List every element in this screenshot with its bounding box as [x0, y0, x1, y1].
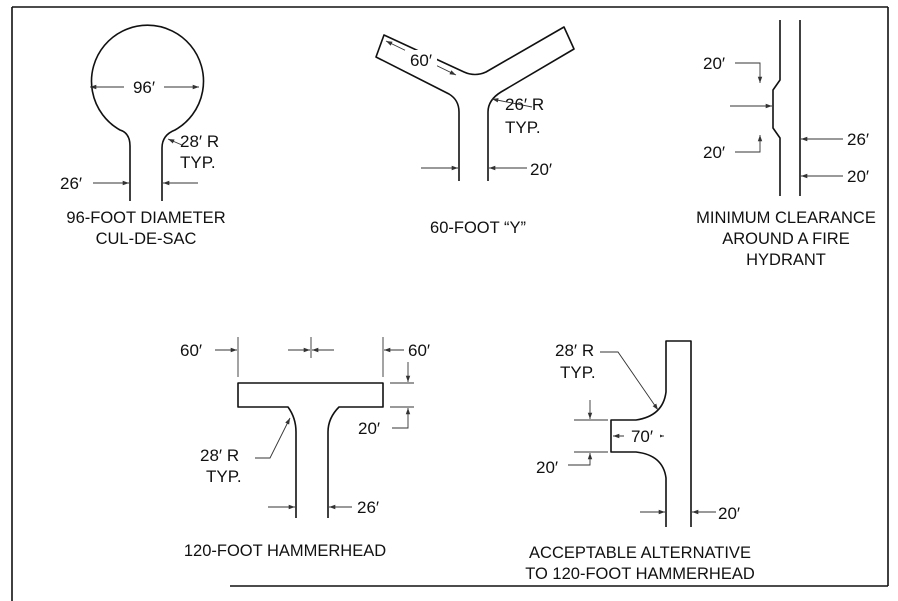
cul-de-sac-outline: [90, 24, 205, 201]
cul-de-sac-caption-line2: CUL-DE-SAC: [96, 230, 197, 248]
cul-de-sac-radius-leader: [167, 138, 183, 146]
y-turn-caption: 60-FOOT “Y”: [430, 219, 526, 237]
cul-de-sac-radius-typ: TYP.: [180, 153, 216, 172]
hammerhead-radius-typ: TYP.: [206, 467, 242, 486]
hydrant-bottom-clearance-label: 20′: [703, 143, 725, 162]
hydrant-figure: 20′ 20′ 26′ 20′ MINIMUM CLEARANCE AROUND…: [696, 20, 876, 269]
hammerhead-arm-width-label: 20′: [358, 419, 380, 438]
hydrant-caption-line1: MINIMUM CLEARANCE: [696, 209, 876, 227]
hammerhead-arm-arrow-bottom: [392, 408, 411, 429]
alternative-figure: 28′ R TYP. 70′ 20′ 20′ ACCEPTABLE ALTERN…: [525, 340, 755, 583]
alternative-radius-leader: [600, 351, 659, 411]
alternative-caption-line2: TO 120-FOOT HAMMERHEAD: [525, 565, 755, 583]
cul-de-sac-diameter-label: 96′: [133, 78, 155, 97]
y-turn-radius-leader: [491, 98, 533, 108]
hammerhead-outline: [237, 382, 384, 518]
hydrant-left-edge: [772, 20, 781, 196]
hammerhead-caption: 120-FOOT HAMMERHEAD: [184, 542, 386, 560]
y-turn-radius-typ: TYP.: [505, 118, 541, 137]
y-turn-width-label: 20′: [530, 160, 552, 179]
alternative-arm-arrow-bottom: [568, 453, 593, 466]
y-turn-leg-label: 60′: [410, 51, 432, 70]
hydrant-top-clearance-leader: [735, 62, 763, 83]
hammerhead-stem-width-label: 26′: [357, 498, 379, 517]
hydrant-width-label: 20′: [847, 167, 869, 186]
alternative-width-label: 20′: [718, 504, 740, 523]
alternative-arm-width-label: 20′: [536, 458, 558, 477]
alternative-outline: [610, 340, 692, 527]
hammerhead-left-len-label: 60′: [180, 341, 202, 360]
cul-de-sac-caption-line1: 96-FOOT DIAMETER: [66, 209, 225, 227]
alternative-radius-typ: TYP.: [560, 363, 596, 382]
hammerhead-right-len-label: 60′: [408, 341, 430, 360]
y-turn-radius-label: 26′ R: [505, 95, 544, 114]
hydrant-caption-line3: HYDRANT: [746, 251, 826, 269]
cul-de-sac-figure: 96′ 28′ R TYP. 26′ 96-FOOT DIAMETER CUL-…: [60, 24, 226, 248]
hammerhead-radius-leader: [255, 417, 291, 459]
y-turn-figure: 60′ 26′ R TYP. 20′ 60-FOOT “Y”: [375, 26, 575, 237]
hydrant-top-clearance-label: 20′: [703, 54, 725, 73]
alternative-caption-line1: ACCEPTABLE ALTERNATIVE: [529, 544, 751, 562]
hydrant-caption-line2: AROUND A FIRE: [722, 230, 849, 248]
hammerhead-figure: 60′ 60′ 20′ 28′ R TYP. 26′ 120-FOOT HAMM…: [180, 337, 430, 560]
hammerhead-radius-label: 28′ R: [200, 446, 239, 465]
hydrant-wide-width-label: 26′: [847, 130, 869, 149]
cul-de-sac-radius-label: 28′ R: [180, 132, 219, 151]
alternative-radius-label: 28′ R: [555, 341, 594, 360]
y-turn-outline: [375, 26, 575, 181]
hydrant-bottom-clearance-leader: [735, 135, 763, 153]
alternative-length-label: 70′: [631, 427, 653, 446]
cul-de-sac-width-label: 26′: [60, 174, 82, 193]
